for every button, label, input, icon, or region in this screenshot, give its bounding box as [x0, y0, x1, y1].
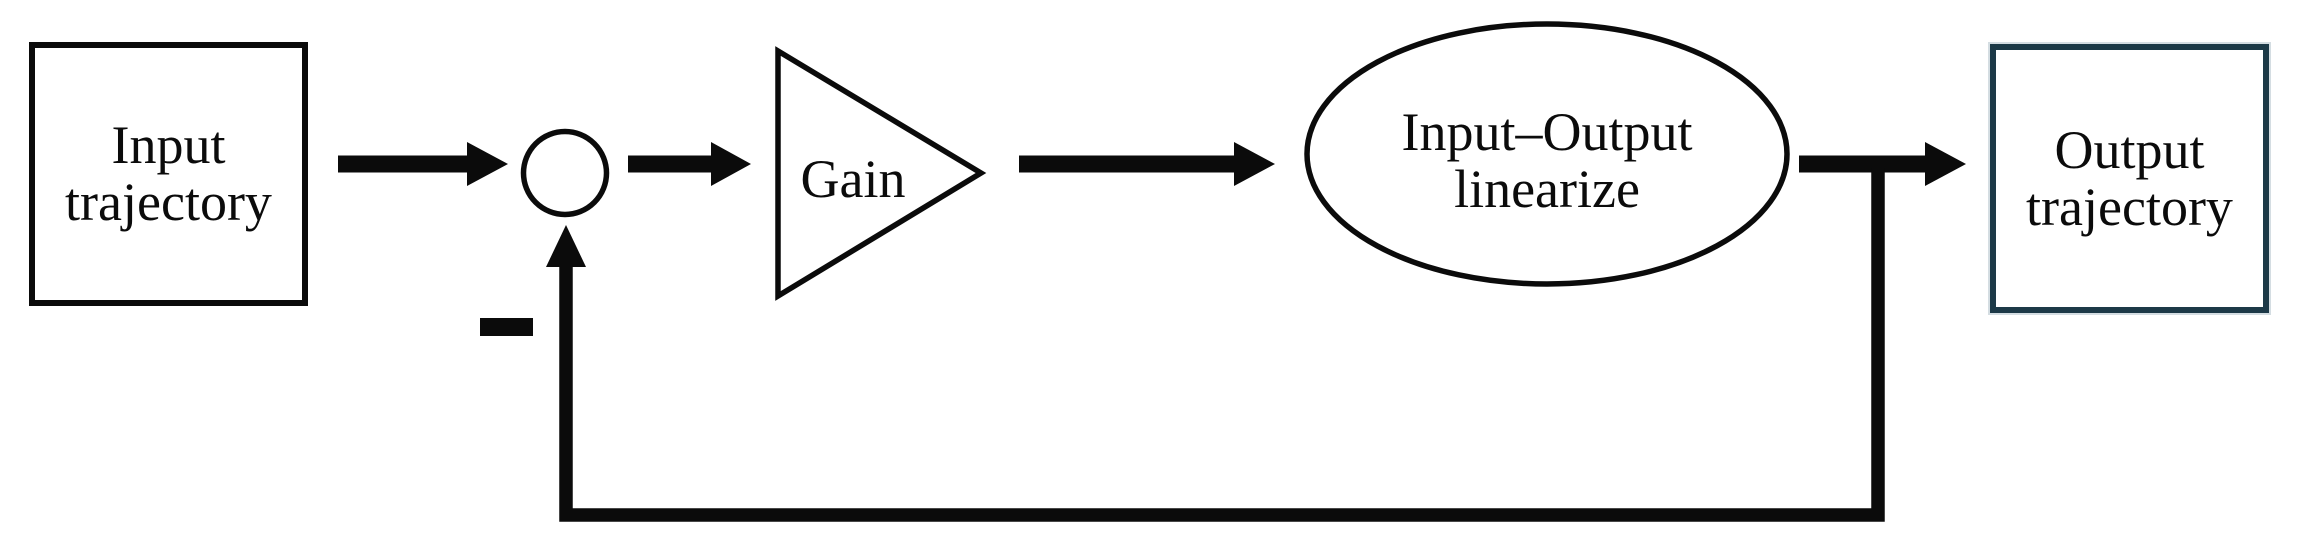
output-trajectory-label: Output trajectory: [1996, 50, 2263, 307]
gain-label: Gain: [800, 149, 906, 209]
gain-triangle: [775, 46, 987, 301]
linearize-ellipse: [1304, 21, 1790, 287]
output-trajectory-line2: trajectory: [2026, 176, 2233, 237]
linearize-line1: Input–Output: [1401, 102, 1693, 162]
summing-junction-circle: [520, 128, 610, 218]
linearize-line2: linearize: [1454, 159, 1640, 219]
arrow-linearize-to-output-head: [1925, 142, 1966, 186]
arrow-input-to-sum-head: [467, 142, 508, 186]
linearize-label: Input–Output linearize: [1347, 102, 1747, 220]
minus-sign: [480, 318, 533, 336]
arrow-sum-to-gain-head: [711, 142, 751, 186]
feedback-arrowhead: [546, 225, 586, 267]
input-trajectory-label: Input trajectory: [35, 48, 302, 300]
arrow-gain-to-linearize-head: [1234, 142, 1275, 186]
feedback-path: [559, 168, 1885, 522]
output-trajectory-line1: Output: [2054, 119, 2205, 180]
input-trajectory-line2: trajectory: [65, 172, 272, 232]
input-trajectory-box: [29, 42, 308, 306]
output-trajectory-box: [1990, 44, 2269, 313]
input-trajectory-line1: Input: [111, 115, 226, 175]
